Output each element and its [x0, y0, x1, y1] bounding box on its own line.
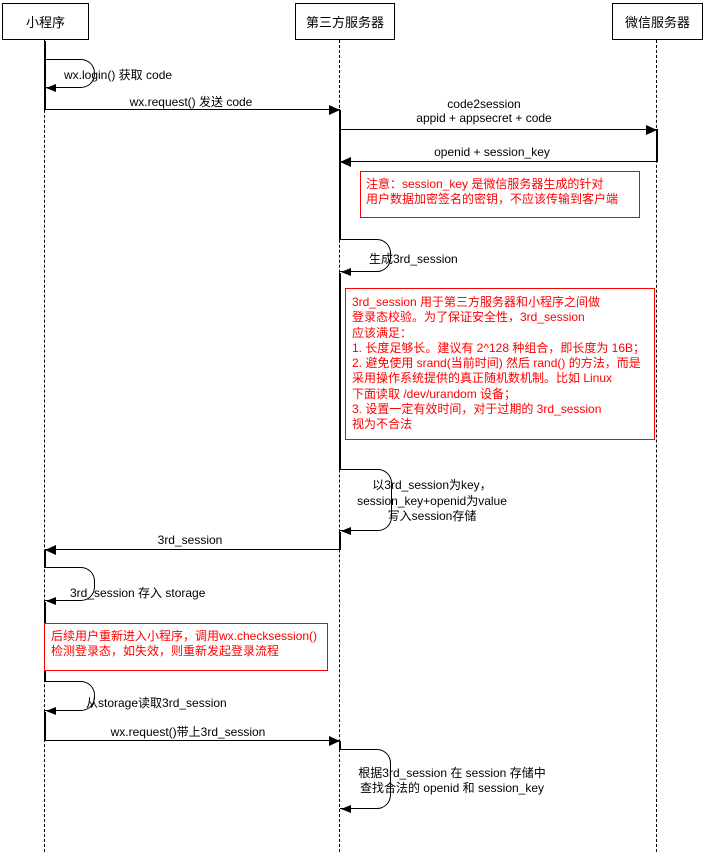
- arrowhead-right-icon: [329, 104, 340, 115]
- self-message-read-storage-label: 从storage读取3rd_session: [86, 696, 227, 710]
- arrowhead-left-icon: [45, 544, 56, 555]
- activation-segment: [43, 550, 46, 568]
- message-request-with-session-label: wx.request()带上3rd_session: [110, 725, 266, 739]
- self-message-save-storage-loop: [45, 567, 95, 601]
- activation-segment: [338, 532, 341, 550]
- note-checksession: 后续用户重新进入小程序，调用wx.checksession() 检测登录态，如失…: [44, 623, 328, 671]
- actor-wechat-server-label: 微信服务器: [624, 15, 690, 30]
- message-code2session-line2: appid + appsecret + code: [416, 110, 552, 125]
- message-send-code-line: [45, 109, 340, 110]
- actor-thirdparty-server: 第三方服务器: [295, 3, 395, 40]
- self-message-read-storage-loop: [45, 681, 95, 711]
- arrowhead-left-icon: [341, 526, 351, 535]
- actor-wechat-server: 微信服务器: [612, 3, 703, 40]
- note-3rd-session-rules-line9: 视为不合法: [352, 417, 413, 432]
- activation-segment: [655, 129, 658, 162]
- self-message-wx-login-label: wx.login() 获取 code: [64, 68, 173, 82]
- note-checksession-line2: 检测登录态，如失效，则重新发起登录流程: [51, 644, 280, 659]
- activation-segment: [338, 110, 341, 240]
- activation-segment: [338, 273, 341, 470]
- message-return-3rd-session-label: 3rd_session: [157, 533, 223, 547]
- note-3rd-session-rules-line5: 2. 避免使用 srand(当前时间) 然后 rand() 的方法，而是: [352, 356, 641, 371]
- store-session-line1: 以3rd_session为key，: [372, 478, 492, 492]
- activation-segment: [43, 671, 46, 682]
- arrowhead-left-icon: [341, 804, 351, 813]
- message-request-with-session-line: [45, 740, 340, 741]
- note-session-key-warning-line2: 用户数据加密签名的密钥，不应该传输到客户端: [366, 192, 619, 207]
- activation-segment: [338, 741, 341, 750]
- activation-segment: [43, 712, 46, 741]
- lookup-session-line2: 查找合法的 openid 和 session_key: [359, 781, 545, 795]
- arrowhead-left-icon: [340, 156, 351, 167]
- self-message-store-session-label: 以3rd_session为key， session_key+openid为val…: [357, 478, 507, 525]
- lifeline-wechat-server: [656, 40, 657, 852]
- note-3rd-session-rules-line1: 3rd_session 用于第三方服务器和小程序之间做: [352, 295, 601, 309]
- self-message-store-session-loop: [340, 469, 392, 531]
- lifeline-miniprogram: [44, 40, 45, 852]
- lookup-session-line1: 根据3rd_session 在 session 存储中: [358, 766, 546, 780]
- note-3rd-session-rules-line3: 应该满足：: [352, 325, 413, 340]
- activation-segment: [43, 41, 46, 110]
- store-session-line3: 写入session存储: [387, 509, 477, 523]
- arrowhead-left-icon: [46, 596, 56, 605]
- self-message-wx-login-loop: [45, 59, 95, 88]
- note-checksession-line1: 后续用户重新进入小程序，调用wx.checksession(): [51, 629, 318, 643]
- actor-thirdparty-server-label: 第三方服务器: [305, 15, 384, 30]
- message-return-3rd-session-line: [45, 549, 340, 550]
- note-3rd-session-rules-line7: 下面读取 /dev/urandom 设备；: [352, 386, 517, 401]
- note-3rd-session-rules-line6: 采用操作系统提供的真正随机数机制。比如 Linux: [352, 371, 613, 386]
- message-send-code-label: wx.request() 发送 code: [129, 95, 253, 109]
- message-openid-sessionkey-line: [340, 161, 657, 162]
- note-3rd-session-rules-line8: 3. 设置一定有效时间，对于过期的 3rd_session: [352, 402, 602, 417]
- arrowhead-right-icon: [646, 124, 657, 135]
- arrowhead-right-icon: [329, 735, 340, 746]
- arrowhead-left-icon: [46, 83, 56, 92]
- self-message-lookup-session-loop: [340, 749, 391, 809]
- actor-miniprogram-label: 小程序: [25, 15, 65, 30]
- note-3rd-session-rules: 3rd_session 用于第三方服务器和小程序之间做 登录态校验。为了保证安全…: [345, 288, 655, 440]
- self-message-lookup-session-label: 根据3rd_session 在 session 存储中 查找合法的 openid…: [358, 766, 545, 796]
- store-session-line2: session_key+openid为value: [357, 493, 507, 508]
- note-3rd-session-rules-line2: 登录态校验。为了保证安全性，3rd_session: [352, 310, 585, 325]
- self-message-save-storage-label: 3rd_session 存入 storage: [70, 586, 206, 600]
- message-code2session-label: code2session appid + appsecret + code: [416, 97, 552, 125]
- message-openid-sessionkey-label: openid + session_key: [434, 145, 550, 159]
- self-message-gen-3rd-session-label: 生成3rd_session: [369, 252, 458, 266]
- note-session-key-warning: 注意：session_key 是微信服务器生成的针对 用户数据加密签名的密钥，不…: [360, 171, 640, 218]
- arrowhead-left-icon: [46, 706, 56, 715]
- note-session-key-warning-line1: 注意：session_key 是微信服务器生成的针对: [366, 177, 604, 191]
- note-3rd-session-rules-line4: 1. 长度足够长。建议有 2^128 种组合，即长度为 16B；: [352, 340, 646, 355]
- message-code2session-line1: code2session: [447, 97, 521, 111]
- arrowhead-left-icon: [341, 267, 351, 276]
- activation-segment: [43, 602, 46, 623]
- message-code2session-line: [340, 129, 657, 130]
- actor-miniprogram: 小程序: [2, 3, 89, 40]
- self-message-gen-3rd-session-loop: [340, 239, 391, 272]
